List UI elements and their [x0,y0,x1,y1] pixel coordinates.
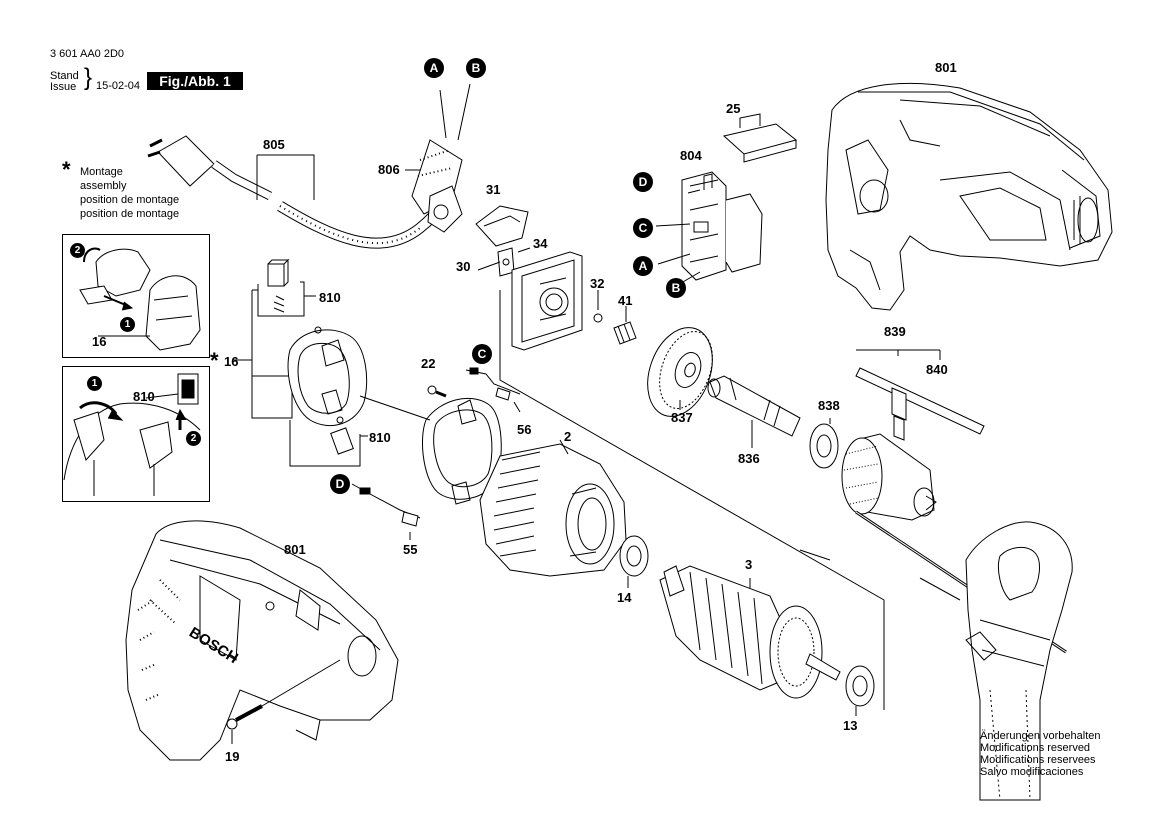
cable-56 [465,367,521,401]
legend-line-1: Montage [80,166,123,178]
spring-41 [613,321,637,345]
part-label-801-top: 801 [935,60,957,75]
step-2-marker-inset: 2 [186,431,201,446]
assembly-star-16: * [210,348,219,373]
cover-31 [475,205,529,247]
part-label-16: 16 [224,354,239,369]
inset-frame-1 [62,234,210,358]
side-handle [855,510,1073,801]
issue-label: Issue [50,81,77,93]
switch-804 [681,171,763,281]
inset-frame-2 [62,366,210,502]
housing-half-801-bottom [125,520,399,761]
part-label-810-b: 810 [369,430,391,445]
connector-d-switch: D [633,172,653,192]
part-label-14: 14 [617,590,632,605]
stator-2 [479,443,627,577]
part-label-3: 3 [745,557,753,572]
part-label-804: 804 [680,148,702,163]
bearing-14 [619,535,649,577]
part-label-840: 840 [926,362,948,377]
connector-c-switch: C [633,218,653,238]
screw-19 [226,659,341,730]
gear-837 [647,327,713,417]
part-label-806: 806 [378,162,400,177]
housing-half-801-top [825,82,1113,311]
part-label-837: 837 [671,410,693,425]
part-label-836: 836 [738,451,760,466]
brush-810-a [267,258,290,313]
cable-55 [351,483,421,527]
inset-step-diagram-2 [63,373,201,496]
part-label-32: 32 [590,276,605,291]
part-label-55: 55 [403,542,418,557]
bracket-30 [497,247,515,277]
part-label-25: 25 [726,101,741,116]
stand-label: Stand [50,70,79,82]
part-label-839: 839 [884,324,906,339]
step-1-marker-inset: 1 [87,376,102,391]
power-plug-805 [147,135,458,249]
part-label-19: 19 [225,749,240,764]
issue-date: 15-02-04 [96,80,141,92]
figure-label: Fig./Abb. 1 [147,72,243,90]
screw-22 [427,385,447,398]
switch-cover-25 [722,113,798,163]
brush-holder-16 [287,326,368,427]
bearing-838 [809,423,839,469]
part-label-838: 838 [818,398,840,413]
part-label-16-inset: 16 [92,334,107,349]
part-label-30: 30 [456,259,471,274]
part-label-810-a: 810 [319,290,341,305]
connector-c-cable: C [472,344,492,364]
part-label-31: 31 [486,182,501,197]
bearing-13 [845,665,875,707]
part-label-810-inset: 810 [133,389,155,404]
part-label-56: 56 [517,422,532,437]
cord-guard-806 [411,83,471,233]
chuck-839 [841,433,937,521]
footer-note-es: Salvo modificaciones [980,766,1084,778]
part-label-13: 13 [843,718,858,733]
part-label-801-bottom: 801 [284,542,306,557]
document-number: 3 601 AA0 2D0 [50,48,125,60]
inset-step-diagram-1 [79,247,201,351]
legend-line-4: position de montage [80,208,180,220]
part-label-41: 41 [618,293,633,308]
connector-b-top: B [466,58,486,78]
part-label-34: 34 [533,236,548,251]
footer-note-en: Modifications reserved [980,742,1091,754]
legend-star: * [62,157,71,182]
connector-b-switch: B [666,278,686,298]
connector-a-top: A [424,58,444,78]
footer-note-fr: Modifications reservees [980,754,1096,766]
step-1-marker: 1 [120,317,135,332]
electronics-34 [511,251,583,351]
footer-note-de: Änderungen vorbehalten [980,730,1101,742]
part-label-805: 805 [263,137,285,152]
legend-line-2: assembly [80,180,127,192]
connector-a-switch: A [633,256,653,276]
connector-d-cable: D [330,474,350,494]
part-label-22: 22 [421,356,436,371]
chuck-key-840 [855,367,985,441]
step-2-marker: 2 [70,243,85,258]
spindle-836 [707,375,801,437]
armature-3 [659,565,841,699]
legend-line-3: position de montage [80,194,180,206]
part-label-2: 2 [564,429,572,444]
ball-32 [593,313,603,323]
header-brace: } [84,64,93,91]
